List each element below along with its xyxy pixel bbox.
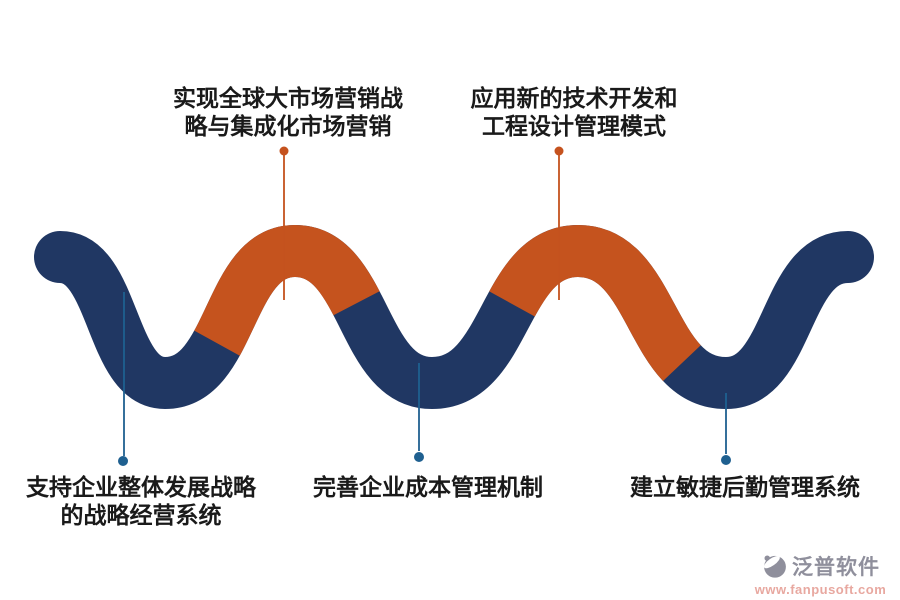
footer-watermark: 泛普软件 www.fanpusoft.com <box>748 551 893 597</box>
label-top-left-line2: 略与集成化市场营销 <box>184 113 392 139</box>
connector-dot-bottom-left <box>118 456 128 466</box>
brand-name: 泛普软件 <box>792 556 880 579</box>
connector-dot-bottom-middle <box>414 452 424 462</box>
label-top-left: 实现全球大市场营销战 略与集成化市场营销 <box>173 84 403 140</box>
label-top-right: 应用新的技术开发和 工程设计管理模式 <box>471 84 678 140</box>
label-bottom-left-line1: 支持企业整体发展战略 <box>26 474 256 500</box>
connector-dot-top-left <box>279 146 289 156</box>
wave-ribbon-base <box>34 224 874 410</box>
label-bottom-right: 建立敏捷后勤管理系统 <box>630 473 860 501</box>
connector-dot-bottom-right <box>721 455 731 465</box>
label-bottom-middle-line1: 完善企业成本管理机制 <box>313 474 543 500</box>
label-bottom-left: 支持企业整体发展战略 的战略经营系统 <box>26 473 256 529</box>
label-bottom-middle: 完善企业成本管理机制 <box>313 473 543 501</box>
label-top-right-line1: 应用新的技术开发和 <box>470 85 678 111</box>
label-bottom-right-line1: 建立敏捷后勤管理系统 <box>630 474 860 500</box>
label-top-right-line2: 工程设计管理模式 <box>482 113 666 139</box>
fanpu-logo-icon <box>763 555 786 578</box>
site-url: www.fanpusoft.com <box>754 582 887 597</box>
label-bottom-left-line2: 的战略经营系统 <box>60 502 222 528</box>
label-top-left-line1: 实现全球大市场营销战 <box>173 85 403 111</box>
connector-dot-top-right <box>554 146 564 156</box>
